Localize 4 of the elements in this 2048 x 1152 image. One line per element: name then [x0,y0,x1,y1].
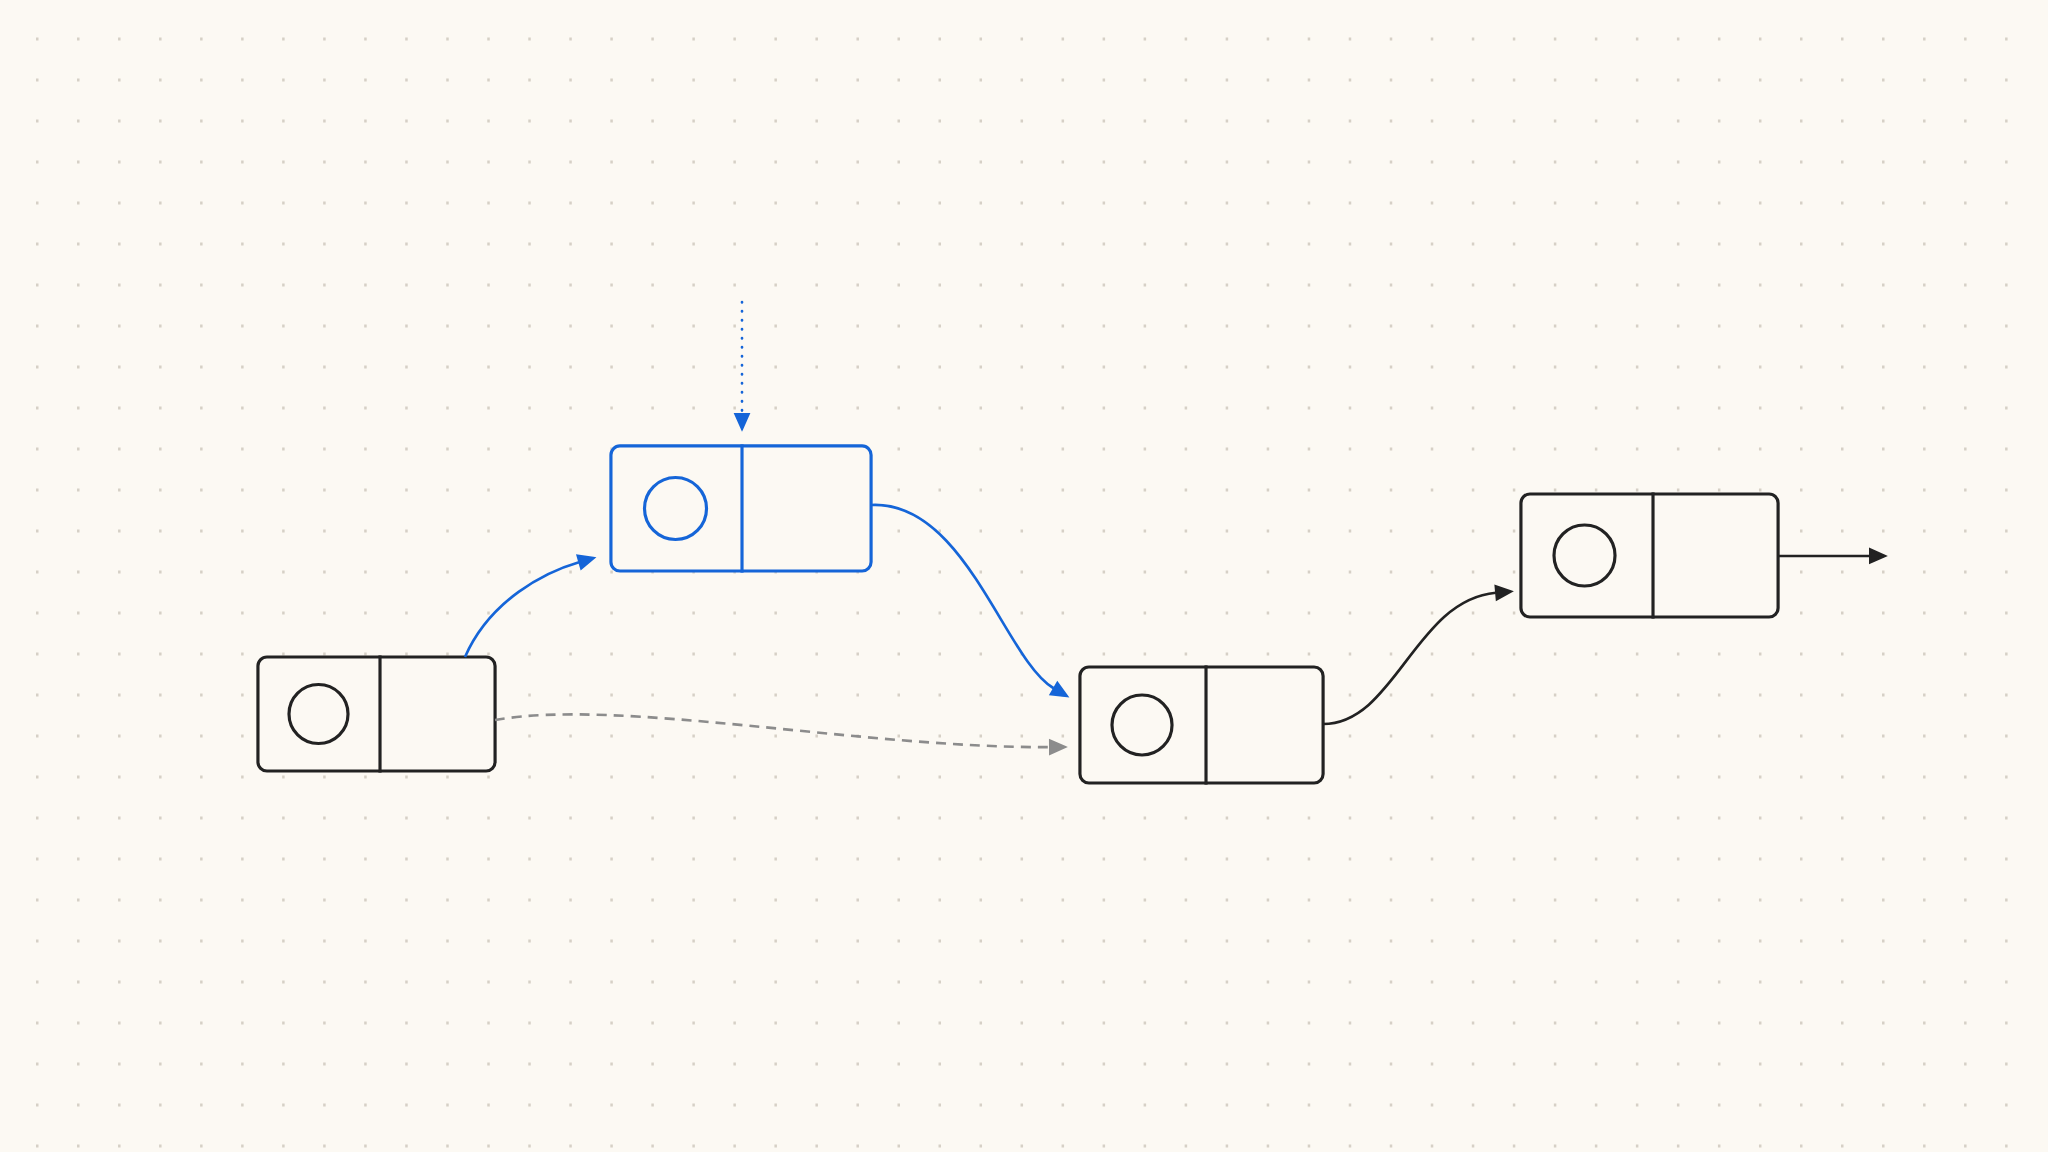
list-node-box [1519,492,1780,619]
list-node-box [256,655,497,773]
list-node-box [609,444,873,573]
list-node-box [1078,665,1325,785]
